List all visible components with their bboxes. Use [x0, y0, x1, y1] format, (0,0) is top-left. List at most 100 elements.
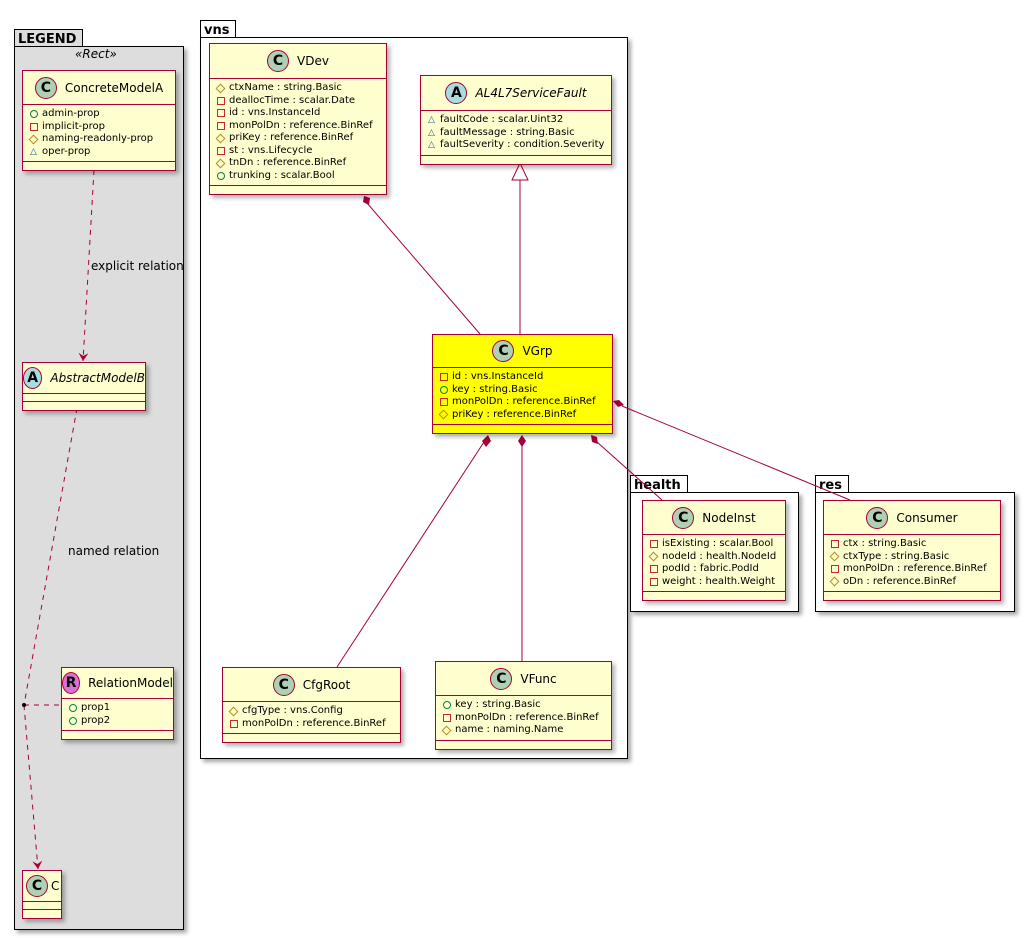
composition-diamonds	[363, 196, 624, 447]
attribute-text: priKey : reference.BinRef	[229, 132, 354, 143]
attribute-text: prop1	[81, 702, 111, 713]
attribute-text: isExisting : scalar.Bool	[662, 538, 774, 549]
attribute: △faultMessage : string.Basic	[427, 127, 605, 140]
method-compartment	[643, 592, 785, 600]
attribute: trunking : scalar.Bool	[216, 170, 380, 183]
composition-diamond-icon	[613, 400, 624, 407]
class-name: ConcreteModelA	[64, 80, 164, 95]
attribute-text: ctxType : string.Basic	[843, 550, 950, 562]
attribute: monPolDn : reference.BinRef	[216, 120, 380, 133]
attribute: oDn : reference.BinRef	[829, 576, 994, 589]
method-compartment	[421, 156, 611, 164]
attribute: prop2	[68, 715, 167, 728]
private-visibility-icon	[216, 146, 225, 155]
attribute-text: implicit-prop	[42, 120, 105, 132]
class-icon: C	[34, 76, 57, 99]
class-name: AL4L7ServiceFault	[475, 86, 587, 100]
method-compartment	[436, 741, 611, 749]
public-visibility-icon	[439, 385, 448, 394]
protected-visibility-icon	[215, 133, 226, 144]
class-name: AbstractModelB	[50, 371, 145, 385]
private-visibility-icon	[216, 121, 225, 130]
attribute: prop1	[68, 702, 167, 715]
private-visibility-icon	[649, 565, 658, 574]
attribute-text: ctxName : string.Basic	[229, 82, 342, 93]
vgrp-consumer-edge	[621, 405, 851, 501]
attribute-text: id : vns.InstanceId	[452, 371, 544, 382]
attribute: podId : fabric.PodId	[649, 563, 779, 576]
private-visibility-icon	[442, 713, 451, 722]
attribute-text: name : naming.Name	[455, 724, 564, 735]
class-name: VFunc	[520, 671, 557, 686]
explicit-relation-edge	[78, 169, 95, 362]
class-icon: C	[866, 506, 889, 529]
protected-visibility-icon	[28, 134, 39, 145]
attribute: name : naming.Name	[441, 724, 605, 737]
composition-diamond-icon	[591, 435, 598, 444]
attribute: monPolDn : reference.BinRef	[830, 563, 994, 576]
method-compartment	[223, 734, 400, 742]
attribute-text: monPolDn : reference.BinRef	[242, 717, 386, 729]
method-compartment	[62, 731, 173, 739]
method-compartment	[433, 425, 612, 433]
private-visibility-icon	[216, 96, 225, 105]
composition-diamond-icon	[482, 435, 491, 447]
attribute: priKey : reference.BinRef	[215, 132, 380, 145]
attribute-list: prop1 prop2	[62, 699, 173, 731]
package-legend	[14, 46, 184, 930]
attribute-text: trunking : scalar.Bool	[229, 169, 335, 181]
legend-stereotype: «Rect»	[75, 47, 117, 61]
attribute: key : string.Basic	[439, 384, 606, 397]
class-name: RelationModel	[88, 676, 173, 690]
attribute: naming-readonly-prop	[28, 133, 169, 146]
attribute: implicit-prop	[29, 121, 169, 134]
protected-visibility-icon	[215, 83, 226, 94]
attribute-text: ctx : string.Basic	[843, 538, 927, 549]
private-visibility-icon	[830, 540, 839, 549]
named-relation-edge-bottom	[23, 704, 43, 870]
attribute: id : vns.InstanceId	[439, 371, 606, 384]
protected-visibility-icon	[215, 158, 226, 169]
attribute: monPolDn : reference.BinRef	[229, 718, 394, 731]
protected-visibility-icon	[228, 706, 239, 717]
attribute-text: monPolDn : reference.BinRef	[843, 563, 987, 574]
attribute: st : vns.Lifecycle	[216, 145, 380, 158]
attribute-text: deallocTime : scalar.Date	[229, 94, 356, 106]
vgrp-nodeinst-edge	[596, 441, 663, 501]
protected-visibility-icon	[438, 409, 449, 420]
attribute: △oper-prop	[29, 146, 169, 159]
attribute-text: monPolDn : reference.BinRef	[229, 119, 373, 131]
vdev-vgrp-edge	[366, 202, 481, 335]
explicit-relation-label: explicit relation	[91, 259, 184, 273]
attribute-text: tnDn : reference.BinRef	[229, 157, 347, 168]
package-vns-tab: vns	[200, 20, 237, 38]
attribute: isExisting : scalar.Bool	[649, 538, 779, 551]
attribute-text: monPolDn : reference.BinRef	[452, 396, 596, 407]
private-visibility-icon	[29, 122, 38, 131]
inheritance-arrow-icon	[511, 161, 529, 181]
package-health-tab: health	[630, 475, 688, 493]
package-visibility-icon: △	[428, 115, 435, 125]
